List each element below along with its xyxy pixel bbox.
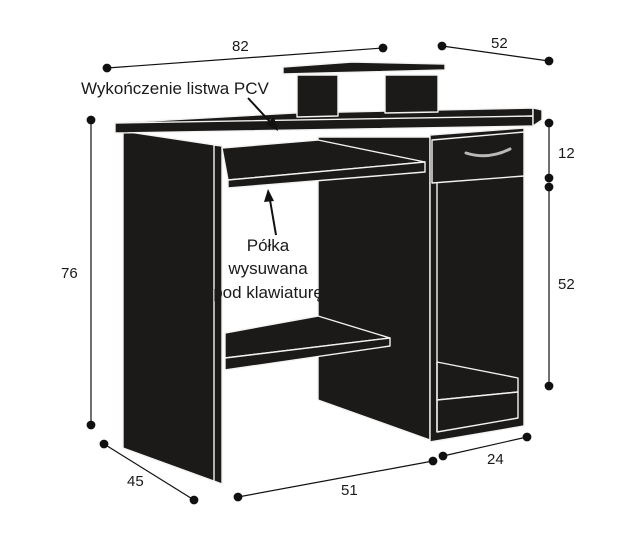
dim-dot (544, 381, 554, 391)
callout-line: wysuwana (228, 259, 308, 279)
dim-dot (189, 495, 199, 505)
dim-label-width-cabinet: 24 (487, 451, 504, 468)
dim-line-width-base (237, 460, 434, 498)
dim-dot (378, 43, 388, 53)
left-side-panel (122, 130, 223, 485)
arrowhead (264, 189, 274, 202)
callout-keyboard-shelf: Półka wysuwana pod klawiaturę (200, 234, 336, 304)
cabinet-front (429, 127, 525, 443)
dim-dot (233, 492, 243, 502)
dim-label-depth-base: 45 (127, 473, 144, 490)
dim-dot (99, 439, 109, 449)
dim-dot (522, 432, 532, 442)
riser-left-leg (296, 74, 339, 118)
dim-dot (428, 456, 438, 466)
drawer-front (431, 131, 525, 184)
left-panel-edge (213, 144, 223, 485)
arrow-edge-trim (247, 97, 273, 125)
dim-label-width-top: 82 (232, 38, 249, 55)
dim-dot (544, 173, 554, 183)
riser-top (282, 61, 446, 75)
lower-shelf-front (224, 337, 391, 371)
callout-edge-trim: Wykończenie listwa PCV (81, 79, 269, 98)
callout-line: Półka (246, 236, 290, 255)
desktop-side-edge (532, 107, 543, 127)
riser-right-leg (384, 74, 439, 114)
arrow-keyboard-shelf (269, 199, 277, 236)
dim-line-depth-top (441, 45, 550, 62)
dim-label-height-total: 76 (61, 265, 78, 282)
drawer-handle (464, 147, 512, 158)
desk (114, 61, 543, 485)
dimension-lines (86, 41, 554, 505)
callout-arrows (247, 97, 278, 236)
dim-dot (544, 56, 554, 66)
callout-line: pod klawiaturę (213, 282, 323, 302)
dim-line-depth-base (103, 443, 195, 501)
dim-line-width-cabinet (442, 436, 528, 457)
keyboard-shelf-front (227, 161, 426, 189)
dim-dot (86, 115, 96, 125)
dim-line-width-top (106, 47, 384, 69)
dim-dot (86, 420, 96, 430)
dim-dot (544, 182, 554, 192)
dim-dot (438, 451, 448, 461)
dim-dot (544, 118, 554, 128)
dim-label-height-cabinet: 52 (558, 276, 575, 293)
dim-label-depth-top: 52 (491, 35, 508, 52)
arrowhead (266, 117, 278, 131)
dim-dot (102, 63, 112, 73)
dim-label-height-drawer: 12 (558, 145, 575, 162)
dim-dot (437, 41, 447, 51)
dim-label-width-base: 51 (341, 482, 358, 499)
